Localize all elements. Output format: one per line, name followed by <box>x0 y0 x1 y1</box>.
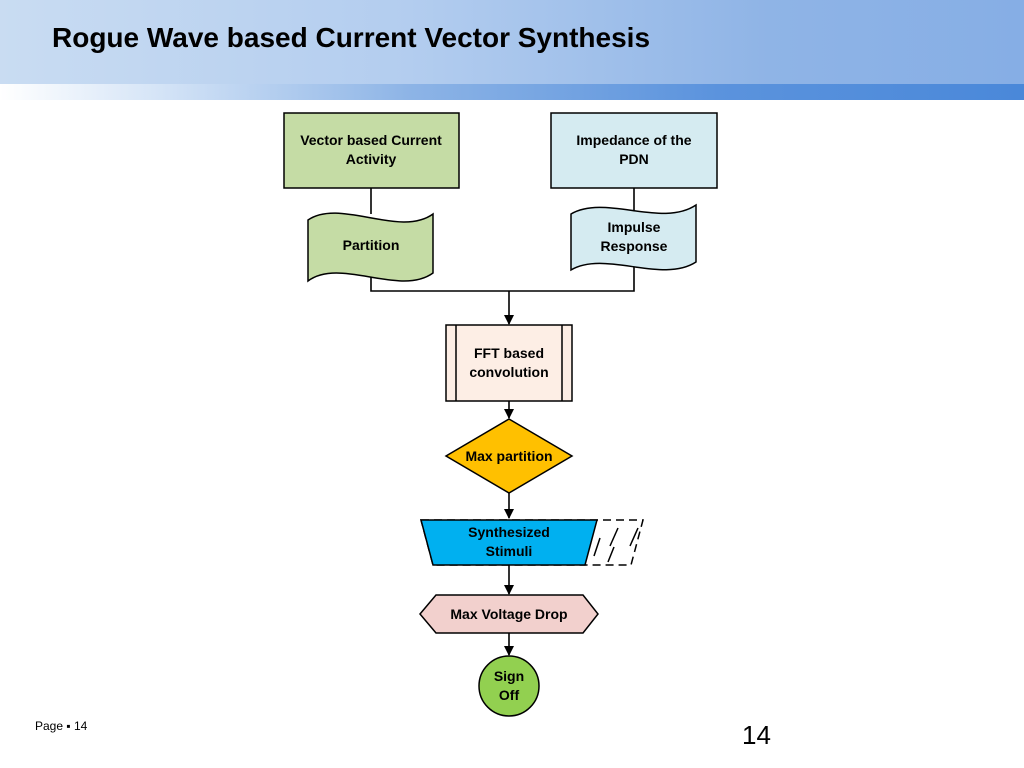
connectors <box>370 188 635 656</box>
header-stripe <box>0 84 1024 100</box>
node-impulse-response-line2: Response <box>601 238 668 254</box>
node-sign-off-line1: Sign <box>494 668 524 684</box>
node-voltage-drop-label: Max Voltage Drop <box>450 606 567 622</box>
node-partition-shape <box>307 212 434 283</box>
node-stimuli-hatch-4 <box>607 546 615 563</box>
node-impulse-response: Impulse Response <box>570 203 697 272</box>
header-band <box>0 0 1024 84</box>
node-impedance-box <box>550 112 718 189</box>
node-stimuli-hatch-3 <box>593 537 601 557</box>
node-partition-label: Partition <box>343 237 400 253</box>
node-voltage-drop-hexagon <box>419 594 599 634</box>
node-impulse-response-line1: Impulse <box>608 219 661 235</box>
node-fft-convolution: FFT based convolution <box>445 324 573 402</box>
node-vector-activity-line2: Activity <box>346 151 397 167</box>
node-impedance-line1: Impedance of the <box>576 132 691 148</box>
node-fft-line2: convolution <box>469 364 548 380</box>
node-sign-off: Sign Off <box>478 655 540 717</box>
slide-title: Rogue Wave based Current Vector Synthesi… <box>52 22 651 53</box>
node-sign-off-circle <box>478 655 540 717</box>
node-partition: Partition <box>307 212 434 283</box>
node-max-partition: Max partition <box>444 418 574 494</box>
node-vector-activity-box <box>283 112 460 189</box>
node-stimuli-hatch-2 <box>629 527 639 547</box>
node-max-voltage-drop: Max Voltage Drop <box>419 594 599 634</box>
node-fft-line1: FFT based <box>474 345 544 361</box>
footer-page-label: Page ▪ 14 <box>35 719 88 733</box>
slide-number: 14 <box>742 720 771 750</box>
node-impedance: Impedance of the PDN <box>550 112 718 189</box>
node-max-partition-label: Max partition <box>465 448 552 464</box>
node-fft-box <box>445 324 573 402</box>
node-vector-activity: Vector based Current Activity <box>283 112 460 189</box>
node-sign-off-line2: Off <box>499 687 520 703</box>
node-vector-activity-line1: Vector based Current <box>300 132 442 148</box>
node-synthesized-stimuli: Synthesized Stimuli <box>420 519 644 566</box>
node-stimuli-line1: Synthesized <box>468 524 550 540</box>
node-impedance-line2: PDN <box>619 151 649 167</box>
connector-merge <box>370 264 635 292</box>
node-max-partition-diamond <box>444 418 574 494</box>
node-stimuli-trapezoid <box>420 519 598 566</box>
node-impulse-response-shape <box>570 203 697 272</box>
node-stimuli-hatch-1 <box>609 527 619 547</box>
node-stimuli-line2: Stimuli <box>486 543 533 559</box>
